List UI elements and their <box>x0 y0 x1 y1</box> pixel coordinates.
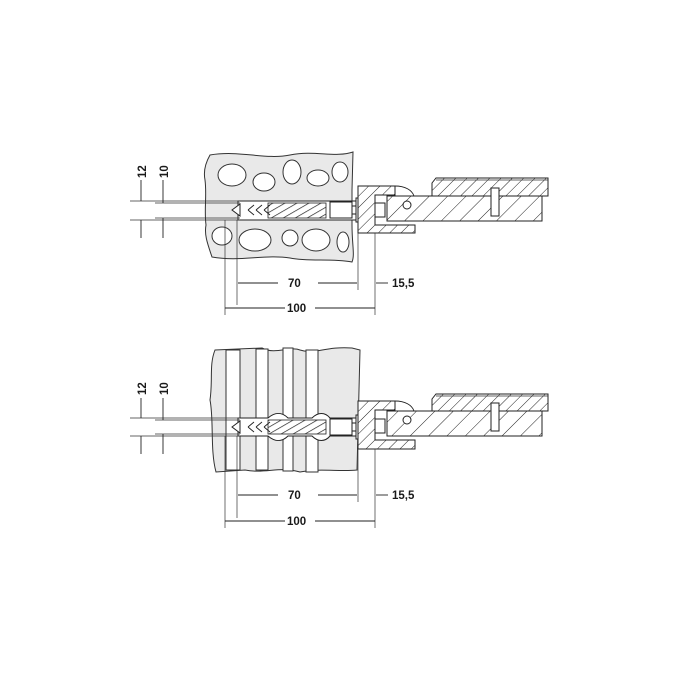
dim-drill-diameter: 12 <box>137 382 149 395</box>
dim-plug-diameter: 10 <box>159 382 171 395</box>
dimensions-view-2 <box>130 398 388 528</box>
dim-screw-length: 100 <box>287 516 306 528</box>
glass-plate <box>431 177 549 217</box>
dim-housing-offset: 15,5 <box>392 490 415 502</box>
support-arm <box>386 410 543 437</box>
view-perforated-brick: 12 10 70 100 15,5 <box>130 151 549 315</box>
arm-housing <box>357 400 416 450</box>
dim-screw-length: 100 <box>287 303 306 315</box>
hollow-chambers <box>225 347 319 473</box>
support-arm <box>386 195 543 222</box>
arm-housing <box>357 185 416 234</box>
dim-housing-offset: 15,5 <box>392 278 415 290</box>
plug <box>231 200 359 221</box>
dimensions-view-1 <box>130 180 388 315</box>
dim-plug-diameter: 10 <box>159 165 171 178</box>
dim-plug-depth: 70 <box>288 278 301 290</box>
dim-drill-diameter: 12 <box>137 165 149 178</box>
brick-holes <box>211 159 350 253</box>
glass-plate <box>431 393 549 432</box>
plug <box>231 413 359 441</box>
dim-plug-depth: 70 <box>288 490 301 502</box>
view-hollow-block: 12 10 70 100 15,5 <box>130 347 549 528</box>
